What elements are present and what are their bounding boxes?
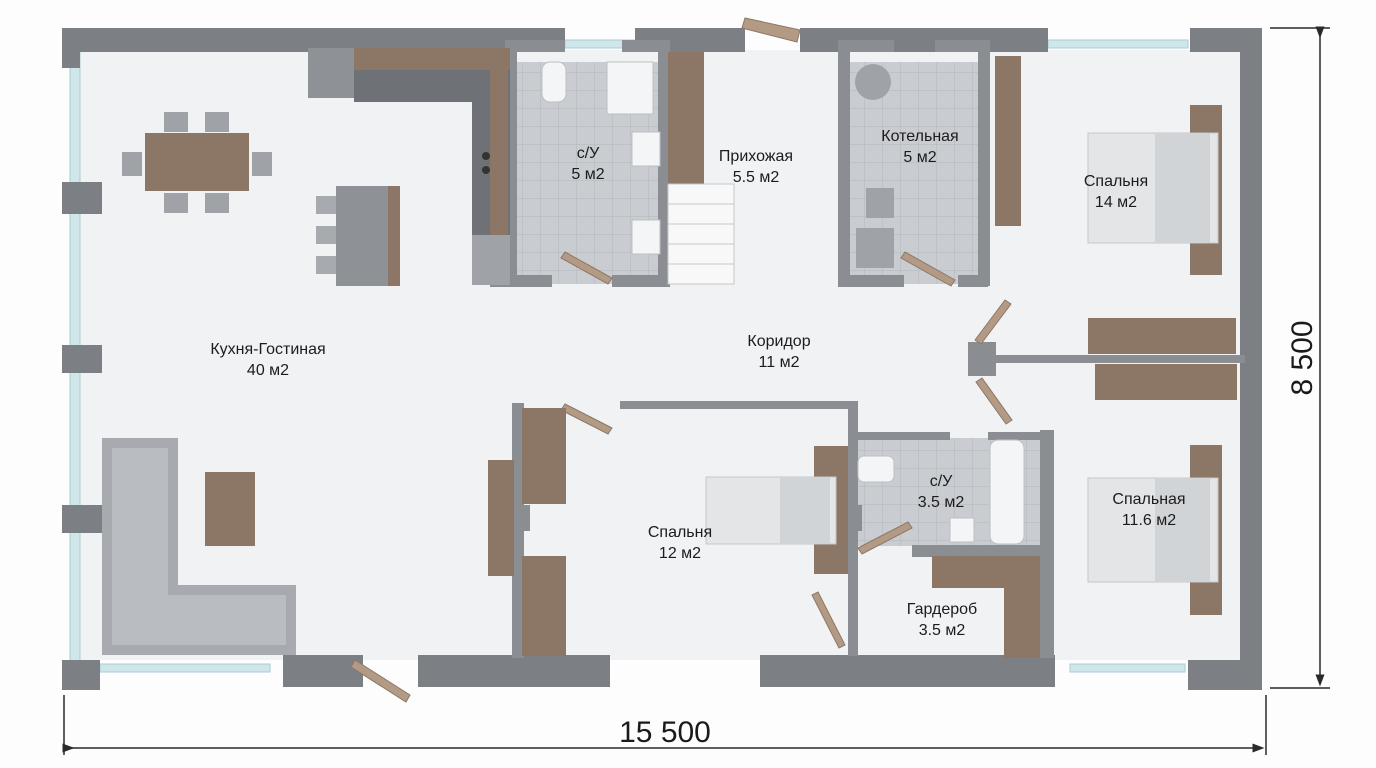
room-name: с/У: [930, 473, 953, 490]
dimension-width: [62, 695, 1267, 755]
wardrobe-room-furniture: [932, 556, 1040, 658]
kitchen-counter: [308, 48, 510, 285]
room-name: Спальня: [1084, 173, 1148, 190]
doors: [350, 17, 1013, 703]
room-area: 14 м2: [1095, 194, 1137, 211]
kitchen-island: [316, 186, 400, 286]
coffee-table: [205, 472, 255, 546]
dimension-width-label: 15 500: [619, 716, 711, 749]
room-name: Коридор: [747, 333, 810, 350]
room-area: 12 м2: [659, 545, 701, 562]
room-area: 40 м2: [247, 362, 289, 379]
room-name: Спальня: [648, 524, 712, 541]
room-area: 11.6 м2: [1122, 512, 1176, 529]
room-area: 5.5 м2: [733, 169, 780, 186]
sofa: [102, 438, 296, 655]
bathroom-2-fixtures: [857, 439, 1025, 545]
room-name: Котельная: [881, 128, 958, 145]
room-name: Спальная: [1112, 491, 1185, 508]
dimension-height: [1270, 26, 1330, 689]
dining-table: [122, 112, 272, 213]
room-area: 3.5 м2: [918, 494, 965, 511]
room-name: с/У: [577, 145, 600, 162]
room-area: 3.5 м2: [919, 622, 966, 639]
room-name: Гардероб: [907, 601, 977, 618]
staircase: [667, 52, 735, 285]
bedroom-12-furniture: [488, 408, 848, 656]
room-area: 5 м2: [571, 166, 604, 183]
bed-14: [1087, 105, 1222, 275]
bathroom-1-fixtures: [541, 61, 661, 255]
room-area: 5 м2: [903, 149, 936, 166]
room-area: 11 м2: [759, 354, 800, 371]
desk-top: [995, 56, 1021, 226]
room-labels: Кухня-Гостиная 40 м2 с/У 5 м2 Прихожая 5.5 м2…: [210, 128, 1185, 639]
boiler-room-fixtures: [855, 64, 894, 268]
bed-11-6: [1087, 445, 1222, 615]
dimension-height-label: 8 500: [1286, 320, 1319, 395]
room-name: Прихожая: [719, 148, 793, 165]
room-name: Кухня-Гостиная: [210, 341, 325, 358]
wardrobes-spine: [1088, 318, 1237, 400]
